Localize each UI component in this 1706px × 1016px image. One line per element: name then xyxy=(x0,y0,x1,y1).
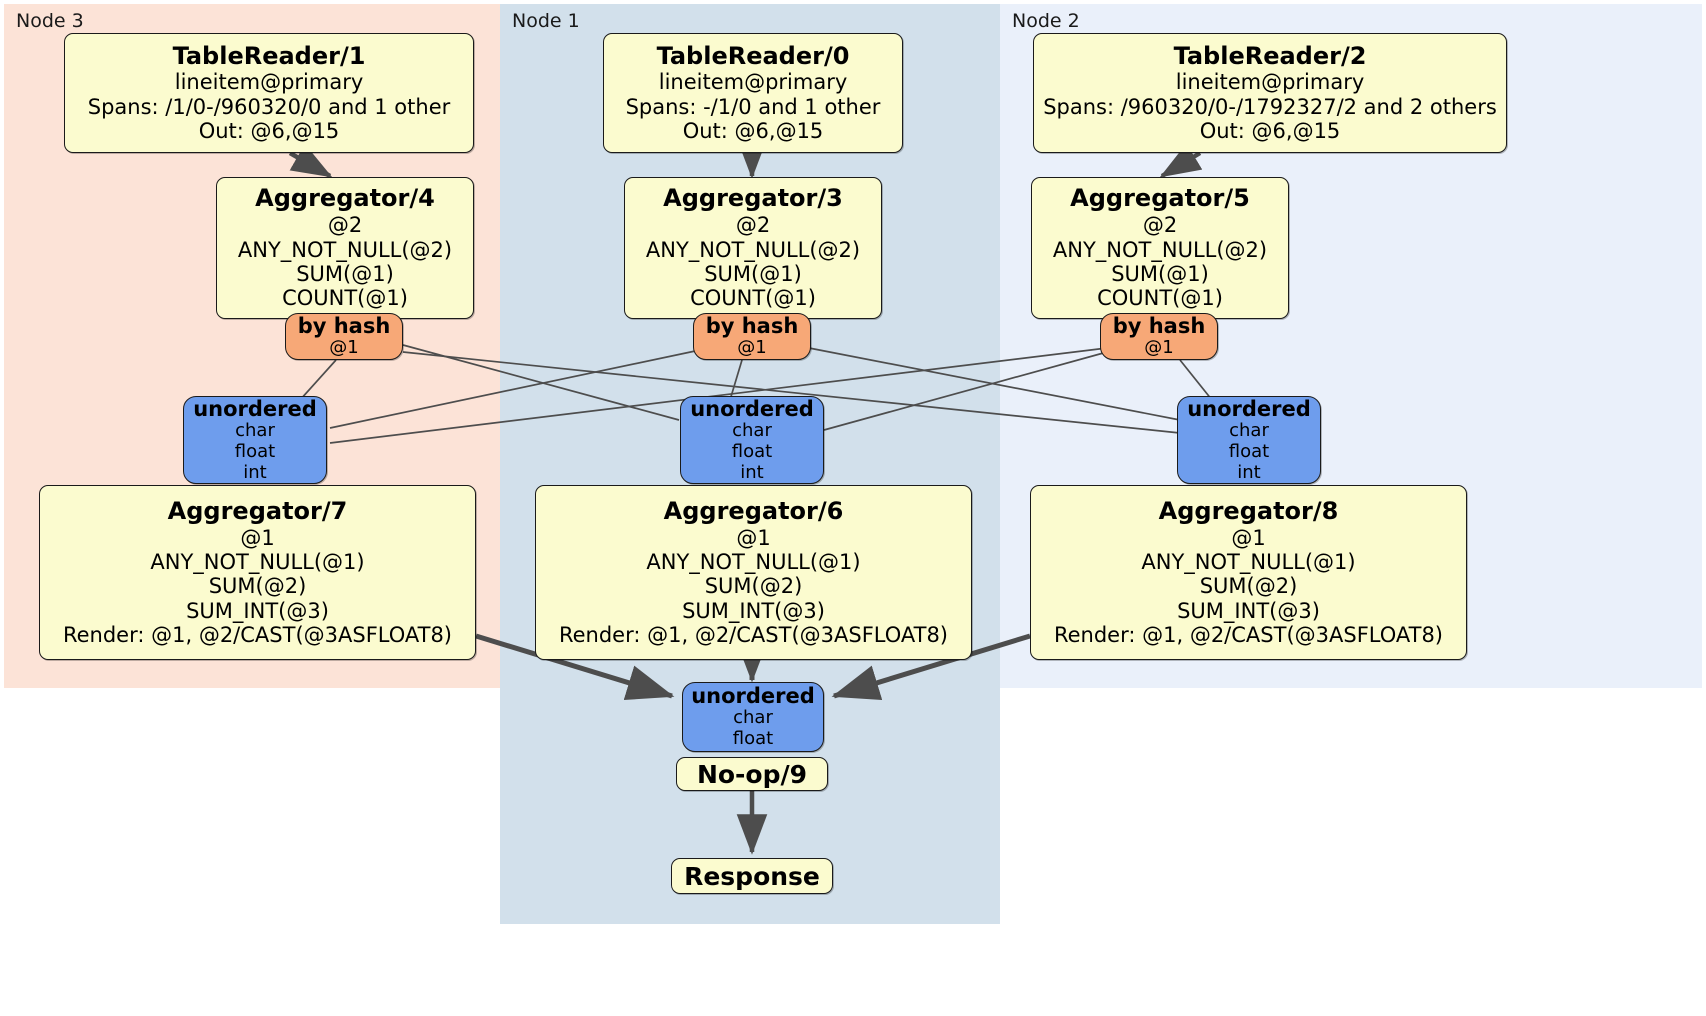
processor-detail-table: lineitem@primary xyxy=(1175,70,1365,95)
processor-noop-9[interactable]: No-op/9 xyxy=(676,757,828,791)
processor-title: Aggregator/4 xyxy=(255,184,435,213)
router-detail-cols: @1 xyxy=(329,337,359,359)
processor-title: Aggregator/8 xyxy=(1158,496,1339,525)
processor-detail-render: Render: @1, @2/CAST(@3ASFLOAT8) xyxy=(558,622,949,647)
processor-detail-agg-3: SUM_INT(@3) xyxy=(682,598,825,623)
stream-type-3: int xyxy=(1237,461,1261,483)
processor-detail-agg-1: ANY_NOT_NULL(@1) xyxy=(1141,549,1356,574)
processor-response[interactable]: Response xyxy=(671,858,833,894)
processor-detail-agg-1: ANY_NOT_NULL(@2) xyxy=(1052,237,1268,262)
router-by-hash-node3[interactable]: by hash @1 xyxy=(285,313,403,360)
stream-type-1: char xyxy=(733,707,773,729)
processor-aggregator-6[interactable]: Aggregator/6 @1 ANY_NOT_NULL(@1) SUM(@2)… xyxy=(535,485,972,660)
processor-detail-groupcols: @1 xyxy=(1231,525,1266,550)
stream-type-2: float xyxy=(731,440,773,462)
processor-tablereader-1[interactable]: TableReader/1 lineitem@primary Spans: /1… xyxy=(64,33,474,153)
processor-detail-agg-1: ANY_NOT_NULL(@2) xyxy=(645,237,861,262)
processor-detail-agg-1: ANY_NOT_NULL(@1) xyxy=(646,549,861,574)
stream-unordered-node3[interactable]: unordered char float int xyxy=(183,396,327,484)
stream-type-2: float xyxy=(1228,440,1270,462)
processor-detail-out: Out: @6,@15 xyxy=(198,119,340,144)
stream-type-1: char xyxy=(732,419,772,441)
processor-title: Aggregator/5 xyxy=(1070,184,1250,213)
processor-title: Aggregator/6 xyxy=(663,496,844,525)
processor-detail-table: lineitem@primary xyxy=(658,70,848,95)
router-title: by hash xyxy=(705,313,799,338)
router-title: by hash xyxy=(297,313,391,338)
processor-detail-agg-3: SUM_INT(@3) xyxy=(1177,598,1320,623)
processor-detail-agg-3: COUNT(@1) xyxy=(690,286,816,311)
processor-detail-groupcols: @2 xyxy=(327,213,363,238)
stream-type-3: int xyxy=(740,461,764,483)
processor-detail-render: Render: @1, @2/CAST(@3ASFLOAT8) xyxy=(62,622,453,647)
processor-title: TableReader/1 xyxy=(172,41,366,70)
router-by-hash-node1[interactable]: by hash @1 xyxy=(693,313,811,360)
processor-aggregator-3[interactable]: Aggregator/3 @2 ANY_NOT_NULL(@2) SUM(@1)… xyxy=(624,177,882,319)
processor-title: No-op/9 xyxy=(696,759,808,789)
router-detail-cols: @1 xyxy=(1144,337,1174,359)
processor-detail-agg-2: SUM(@2) xyxy=(704,574,803,599)
processor-detail-spans: Spans: /1/0-/960320/0 and 1 other xyxy=(87,94,451,119)
processor-aggregator-5[interactable]: Aggregator/5 @2 ANY_NOT_NULL(@2) SUM(@1)… xyxy=(1031,177,1289,319)
stream-unordered-node1[interactable]: unordered char float int xyxy=(680,396,824,484)
processor-title: Response xyxy=(684,861,820,891)
stream-title: unordered xyxy=(690,396,814,421)
stream-unordered-final[interactable]: unordered char float xyxy=(682,682,824,752)
processor-detail-agg-3: COUNT(@1) xyxy=(1097,286,1223,311)
processor-aggregator-7[interactable]: Aggregator/7 @1 ANY_NOT_NULL(@1) SUM(@2)… xyxy=(39,485,476,660)
stream-type-2: float xyxy=(732,728,774,750)
processor-aggregator-8[interactable]: Aggregator/8 @1 ANY_NOT_NULL(@1) SUM(@2)… xyxy=(1030,485,1467,660)
node-panel-label-node3: Node 3 xyxy=(16,10,84,32)
processor-title: Aggregator/3 xyxy=(663,184,843,213)
processor-detail-agg-1: ANY_NOT_NULL(@2) xyxy=(237,237,453,262)
processor-detail-out: Out: @6,@15 xyxy=(1199,119,1341,144)
processor-title: TableReader/2 xyxy=(1173,41,1367,70)
processor-detail-agg-2: SUM(@1) xyxy=(1111,261,1209,286)
processor-detail-render: Render: @1, @2/CAST(@3ASFLOAT8) xyxy=(1053,622,1444,647)
processor-detail-agg-3: COUNT(@1) xyxy=(282,286,408,311)
processor-detail-spans: Spans: -/1/0 and 1 other xyxy=(625,94,881,119)
stream-title: unordered xyxy=(691,683,815,708)
stream-title: unordered xyxy=(1187,396,1311,421)
processor-detail-agg-3: SUM_INT(@3) xyxy=(186,598,329,623)
processor-detail-groupcols: @1 xyxy=(736,525,771,550)
stream-unordered-node2[interactable]: unordered char float int xyxy=(1177,396,1321,484)
processor-detail-agg-2: SUM(@1) xyxy=(296,261,394,286)
stream-type-3: int xyxy=(243,461,267,483)
router-title: by hash xyxy=(1112,313,1206,338)
stream-title: unordered xyxy=(193,396,317,421)
processor-tablereader-2[interactable]: TableReader/2 lineitem@primary Spans: /9… xyxy=(1033,33,1507,153)
node-panel-label-node1: Node 1 xyxy=(512,10,580,32)
processor-title: Aggregator/7 xyxy=(167,496,348,525)
processor-title: TableReader/0 xyxy=(656,41,850,70)
router-by-hash-node2[interactable]: by hash @1 xyxy=(1100,313,1218,360)
processor-detail-groupcols: @2 xyxy=(735,213,771,238)
stream-type-1: char xyxy=(235,419,275,441)
processor-detail-groupcols: @2 xyxy=(1142,213,1178,238)
node-panel-label-node2: Node 2 xyxy=(1012,10,1080,32)
processor-detail-agg-1: ANY_NOT_NULL(@1) xyxy=(150,549,365,574)
processor-detail-agg-2: SUM(@1) xyxy=(704,261,802,286)
router-detail-cols: @1 xyxy=(737,337,767,359)
processor-detail-spans: Spans: /960320/0-/1792327/2 and 2 others xyxy=(1043,94,1497,119)
stream-type-1: char xyxy=(1229,419,1269,441)
processor-detail-agg-2: SUM(@2) xyxy=(208,574,307,599)
processor-detail-groupcols: @1 xyxy=(240,525,275,550)
processor-tablereader-0[interactable]: TableReader/0 lineitem@primary Spans: -/… xyxy=(603,33,903,153)
processor-aggregator-4[interactable]: Aggregator/4 @2 ANY_NOT_NULL(@2) SUM(@1)… xyxy=(216,177,474,319)
processor-detail-out: Out: @6,@15 xyxy=(682,119,824,144)
processor-detail-agg-2: SUM(@2) xyxy=(1199,574,1298,599)
stream-type-2: float xyxy=(234,440,276,462)
processor-detail-table: lineitem@primary xyxy=(174,70,364,95)
